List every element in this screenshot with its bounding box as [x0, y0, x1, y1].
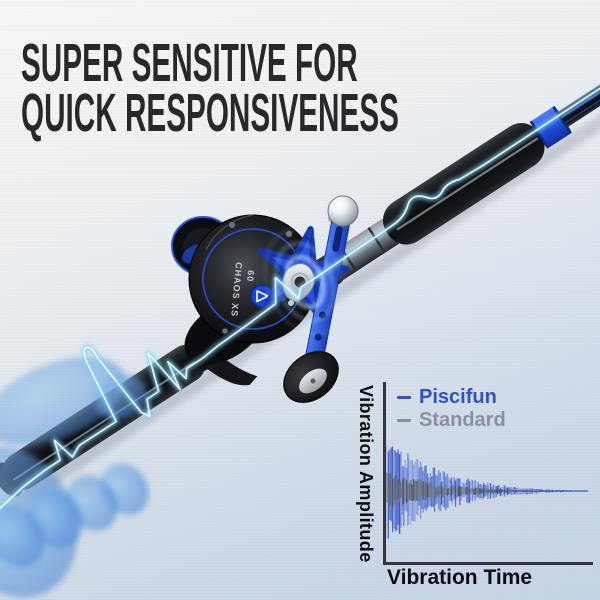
rod-blank — [557, 60, 600, 128]
handle-knob-chrome — [327, 195, 359, 227]
rear-grip-stripe — [12, 358, 201, 481]
headline-line-2: QUICK RESPONSIVENESS — [21, 83, 399, 143]
foregrip-stripe — [396, 137, 539, 231]
vibration-glow-rings — [264, 228, 346, 336]
vibration-waveform — [386, 445, 588, 539]
headline-line-1: SUPER SENSITIVE FOR — [21, 33, 358, 93]
ferrule-ring — [367, 227, 386, 254]
headline: SUPER SENSITIVE FOR QUICK RESPONSIVENESS — [21, 33, 600, 143]
hand-thumb — [0, 356, 125, 446]
chart-ylabel: Vibration Amplitude — [356, 385, 376, 563]
handle-arm-hole — [314, 333, 322, 341]
chart-legend: Piscifun Standard — [397, 386, 506, 432]
xray-hand — [0, 356, 149, 598]
plate-highlight — [205, 214, 254, 251]
blank-blue-stripe — [560, 64, 600, 119]
vibration-pulse-line — [0, 66, 600, 513]
band-edge — [529, 120, 550, 149]
legend-dash — [397, 396, 411, 399]
piscifun-logo-icon — [256, 290, 269, 303]
reel-screw — [228, 221, 236, 229]
chart-x-axis — [383, 562, 593, 565]
legend-label: Standard — [419, 409, 506, 431]
reel-model-text: CHAOS XS — [229, 262, 244, 318]
chart-xlabel: Vibration Time — [387, 566, 533, 589]
handle-arm-slot — [332, 226, 343, 252]
hand-finger — [0, 505, 44, 567]
legend-item: Standard — [397, 409, 506, 432]
legend-dash — [397, 419, 411, 422]
legend-label: Piscifun — [419, 386, 497, 408]
pulse-core — [0, 67, 600, 512]
chart-y-axis — [383, 382, 386, 564]
band-edge — [552, 105, 572, 135]
reel-screw — [221, 327, 229, 335]
reel-size-text: 60 — [245, 270, 256, 283]
axle-screw — [288, 300, 294, 306]
blank-blue-stripe — [564, 70, 600, 124]
legend-item: Piscifun — [397, 386, 506, 409]
knob-screw — [310, 378, 316, 384]
